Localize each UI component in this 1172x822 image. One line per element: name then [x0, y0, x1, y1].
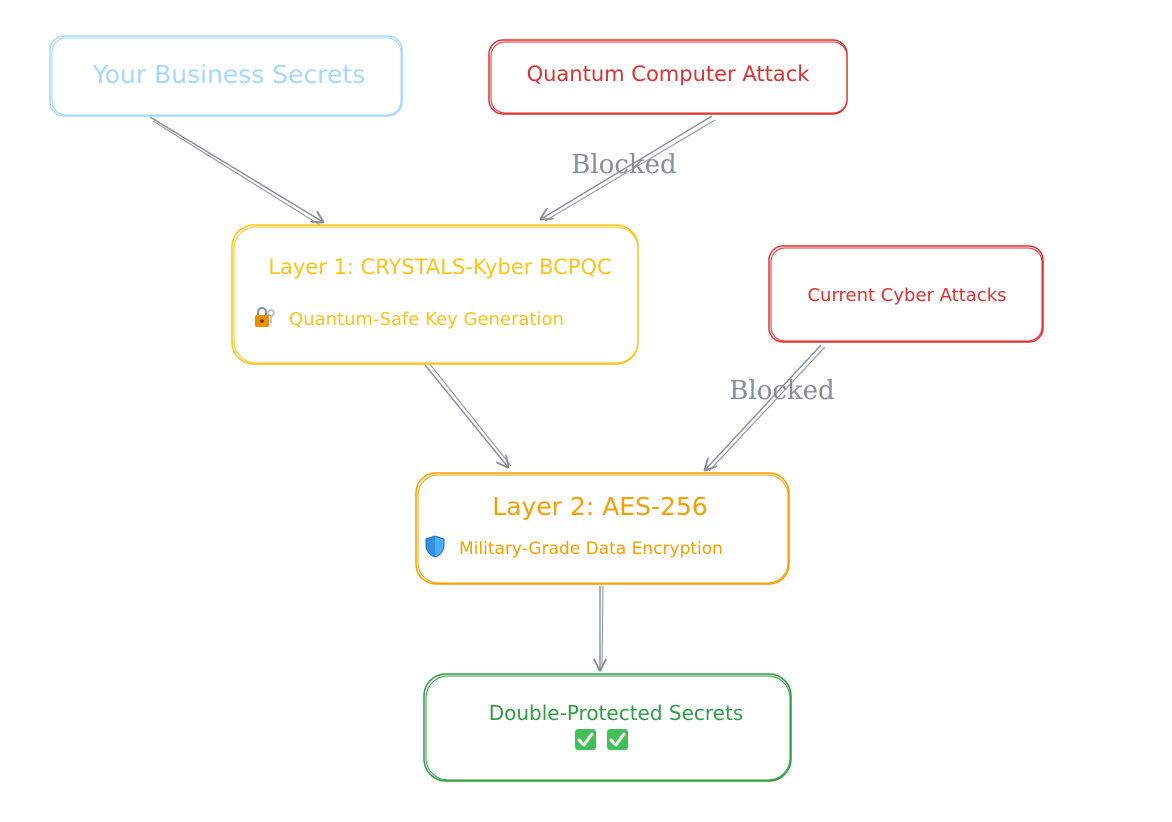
layer1-node: Layer 1: CRYSTALS-Kyber BCPQC Quantum-Sa…	[231, 224, 639, 365]
quantum-attack-node: Quantum Computer Attack	[488, 39, 848, 115]
edge-quantum-to-layer1	[541, 115, 716, 222]
layer1-title: Layer 1: CRYSTALS-Kyber BCPQC	[268, 255, 611, 279]
result-title: Double-Protected Secrets	[489, 701, 744, 725]
edge-cyber-to-layer2	[705, 344, 826, 471]
shield-icon	[425, 535, 445, 558]
layer1-subtitle: Quantum-Safe Key Generation	[289, 309, 564, 330]
secrets-node: Your Business Secrets	[49, 35, 403, 117]
result-node: Double-Protected Secrets	[423, 673, 792, 782]
layer2-node: Layer 2: AES-256 Military-Grade Data Enc…	[415, 472, 790, 585]
quantum-blocked-label: Blocked	[571, 150, 676, 180]
edge-layer1-to-layer2	[424, 362, 512, 467]
quantum-attack-label: Quantum Computer Attack	[527, 62, 811, 86]
edge-secrets-to-layer1	[149, 116, 323, 226]
check-mark-icon	[575, 729, 596, 750]
layer2-subtitle: Military-Grade Data Encryption	[459, 539, 723, 559]
cyber-attacks-label: Current Cyber Attacks	[807, 285, 1006, 306]
lock-with-key-icon	[255, 307, 275, 327]
check-mark-icon	[607, 729, 628, 750]
cyber-attacks-node: Current Cyber Attacks	[768, 245, 1044, 343]
edge-layer2-to-result	[600, 585, 603, 670]
cyber-blocked-label: Blocked	[729, 376, 834, 406]
layer2-title: Layer 2: AES-256	[492, 492, 707, 521]
secrets-label: Your Business Secrets	[92, 60, 365, 89]
